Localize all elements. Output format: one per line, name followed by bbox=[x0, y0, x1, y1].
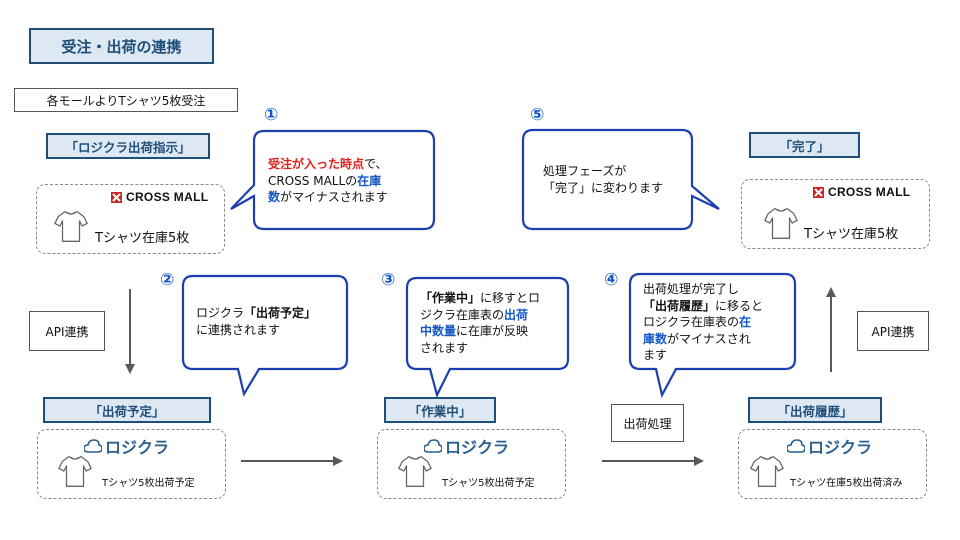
bubble-2-text: ロジクラ「出荷予定」 に連携されます bbox=[196, 306, 317, 337]
crossmall-logo-text: CROSS MALL bbox=[126, 190, 209, 204]
shipping-process-label: 出荷処理 bbox=[611, 404, 684, 442]
bubble-4-text: 出荷処理が完了し 「出荷履歴」に移ると ロジクラ在庫表の在 庫数がマイナスされ … bbox=[643, 282, 764, 362]
speech-bubble-2 bbox=[181, 274, 349, 397]
api-link-label-left: API連携 bbox=[29, 311, 105, 351]
speech-bubble-4 bbox=[628, 272, 797, 399]
logizard-logo-text: ロジクラ bbox=[445, 438, 510, 457]
stage-label-kanryo: 「完了」 bbox=[749, 132, 860, 158]
stage-label-yotei: 「出荷予定」 bbox=[43, 397, 211, 423]
tshirt-icon bbox=[750, 454, 784, 488]
tshirt-icon bbox=[58, 454, 92, 488]
cloud-icon bbox=[424, 439, 442, 453]
logizard-logo-text: ロジクラ bbox=[808, 438, 873, 457]
logizard-logo: ロジクラ bbox=[787, 434, 872, 458]
stock-text: Tシャツ5枚出荷予定 bbox=[442, 478, 535, 489]
stage-card-sagyo: ロジクラ Tシャツ5枚出荷予定 bbox=[377, 429, 566, 499]
stage-card-shiji: CROSS MALL Tシャツ在庫5枚 bbox=[36, 184, 225, 254]
cloud-icon bbox=[787, 439, 805, 453]
crossmall-logo-text: CROSS MALL bbox=[828, 185, 911, 199]
stage-card-kanryo: CROSS MALL Tシャツ在庫5枚 bbox=[741, 179, 930, 249]
step-number-3: ③ bbox=[381, 270, 396, 290]
stock-text: Tシャツ在庫5枚出荷済み bbox=[790, 478, 903, 489]
logizard-logo: ロジクラ bbox=[84, 434, 169, 458]
speech-bubble-3 bbox=[405, 276, 570, 399]
speech-bubble-5 bbox=[521, 128, 720, 231]
stock-text: Tシャツ在庫5枚 bbox=[95, 231, 190, 246]
tshirt-icon bbox=[54, 209, 88, 243]
tshirt-icon bbox=[764, 206, 798, 240]
speech-bubble-1 bbox=[230, 129, 436, 231]
stage-label-shiji: 「ロジクラ出荷指示」 bbox=[46, 133, 210, 159]
step-number-1: ① bbox=[264, 105, 279, 125]
stage-card-rireki: ロジクラ Tシャツ在庫5枚出荷済み bbox=[738, 429, 927, 499]
step-number-5: ⑤ bbox=[530, 105, 545, 125]
step-number-2: ② bbox=[160, 270, 175, 290]
logizard-logo-text: ロジクラ bbox=[105, 438, 170, 457]
crossmall-logo: CROSS MALL bbox=[111, 190, 208, 204]
stage-label-rireki: 「出荷履歴」 bbox=[748, 397, 882, 423]
crossmall-logo-icon bbox=[111, 191, 122, 203]
tshirt-icon bbox=[398, 454, 432, 488]
bubble-1-text: 受注が入った時点で、 CROSS MALLの在庫 数がマイナスされます bbox=[268, 157, 388, 204]
stage-card-yotei: ロジクラ Tシャツ5枚出荷予定 bbox=[37, 429, 226, 499]
bubble-5-text: 処理フェーズが 「完了」に変わります bbox=[543, 164, 664, 195]
cloud-icon bbox=[84, 439, 102, 453]
order-note: 各モールよりTシャツ5枚受注 bbox=[14, 88, 238, 112]
stock-text: Tシャツ5枚出荷予定 bbox=[102, 478, 195, 489]
crossmall-logo-icon bbox=[813, 186, 824, 198]
bubble-3-text: 「作業中」に移すとロ ジクラ在庫表の出荷 中数量に在庫が反映 されます bbox=[420, 291, 541, 355]
crossmall-logo: CROSS MALL bbox=[813, 185, 910, 199]
page-title: 受注・出荷の連携 bbox=[29, 28, 214, 64]
logizard-logo: ロジクラ bbox=[424, 434, 509, 458]
api-link-label-right: API連携 bbox=[857, 311, 929, 351]
stock-text: Tシャツ在庫5枚 bbox=[804, 227, 899, 242]
step-number-4: ④ bbox=[604, 270, 619, 290]
stage-label-sagyo: 「作業中」 bbox=[384, 397, 496, 423]
